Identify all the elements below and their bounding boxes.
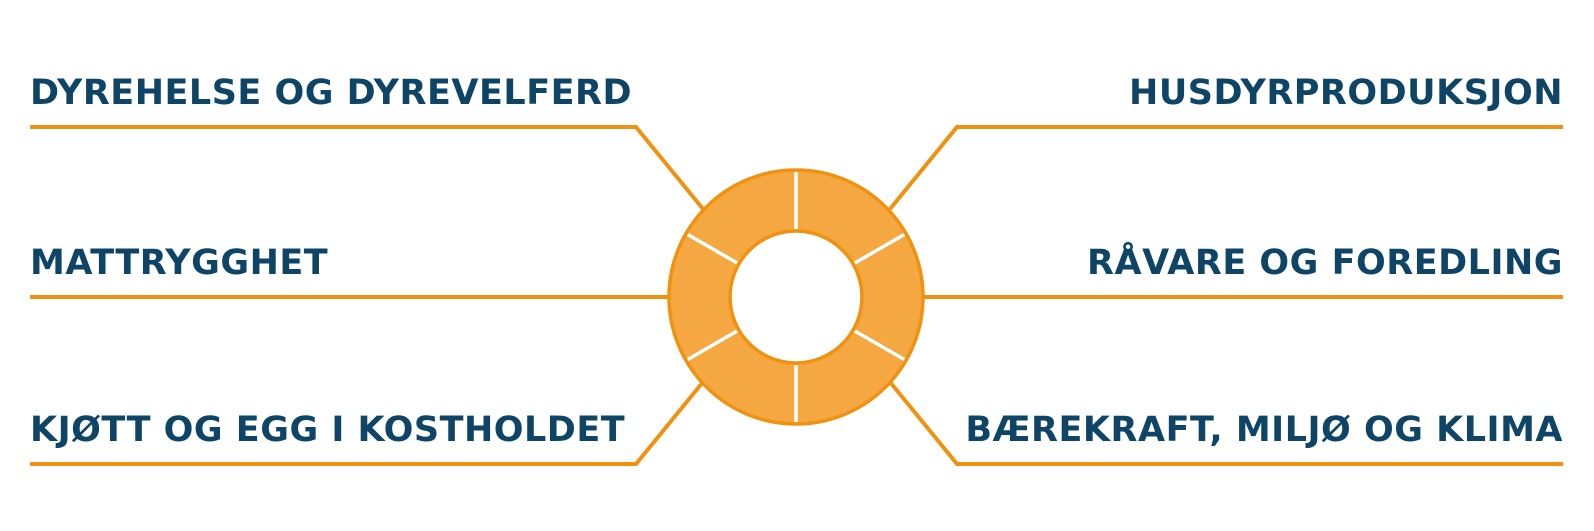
label-mattrygghet: MATTRYGGHET — [30, 243, 328, 283]
connector-right-top — [888, 125, 1563, 211]
label-husdyrproduksjon: HUSDYRPRODUKSJON — [1129, 73, 1563, 113]
connector-lines — [30, 125, 1563, 466]
connector-left-top — [30, 125, 705, 211]
label-ravare-og-foredling: RÅVARE OG FOREDLING — [1087, 241, 1563, 283]
ring-divider — [686, 329, 738, 362]
ring-divider — [854, 232, 906, 265]
topic-ring — [667, 168, 925, 426]
ring-divider — [854, 329, 906, 362]
label-dyrehelse-og-dyrevelferd: DYREHELSE OG DYREVELFERD — [30, 73, 632, 113]
label-baerekraft-miljo-og-klima: BÆREKRAFT, MILJØ OG KLIMA — [965, 410, 1563, 450]
connector-left-bottom — [30, 380, 705, 466]
connector-right-bottom — [888, 380, 1563, 466]
ring-divider — [686, 232, 738, 265]
label-kjott-og-egg-i-kostholdet: KJØTT OG EGG I KOSTHOLDET — [30, 410, 625, 450]
ring-segment-dividers — [686, 172, 906, 422]
